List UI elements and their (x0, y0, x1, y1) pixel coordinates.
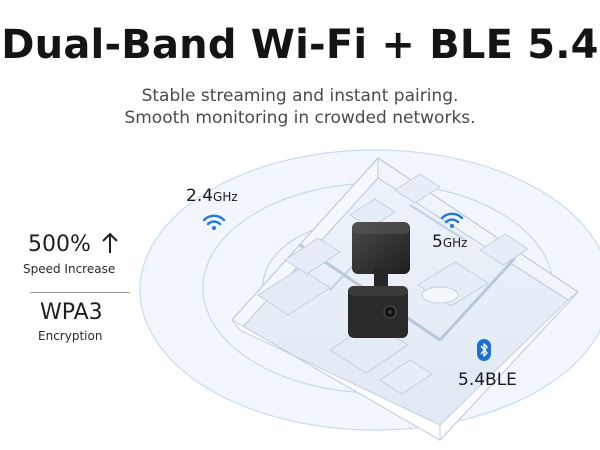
subtitle-line-1: Stable streaming and instant pairing. (141, 86, 459, 106)
band-5ghz-label: 5GHz (432, 232, 467, 252)
band-5ghz-unit: GHz (442, 236, 468, 250)
speed-stat-label: Speed Increase (23, 262, 116, 276)
speed-stat-value: 500% (28, 232, 91, 257)
subtitle-line-2: Smooth monitoring in crowded networks. (124, 108, 476, 128)
security-stat-label: Encryption (38, 329, 103, 343)
wifi-icon-2-4ghz (202, 214, 226, 230)
wifi-icon-5ghz (440, 212, 464, 228)
bluetooth-icon (477, 339, 491, 361)
band-5ghz-value: 5 (432, 232, 443, 252)
stats-divider (30, 292, 130, 293)
camera-device (348, 222, 410, 338)
arrow-up-icon (102, 232, 118, 253)
band-2-4ghz-label: 2.4GHz (186, 186, 238, 206)
security-stat-value: WPA3 (40, 300, 103, 325)
band-2-4ghz-value: 2.4 (186, 186, 214, 206)
ble-label: 5.4BLE (458, 370, 517, 390)
headline: Dual-Band Wi-Fi + BLE 5.4 (1, 22, 599, 68)
band-2-4ghz-unit: GHz (213, 190, 238, 204)
